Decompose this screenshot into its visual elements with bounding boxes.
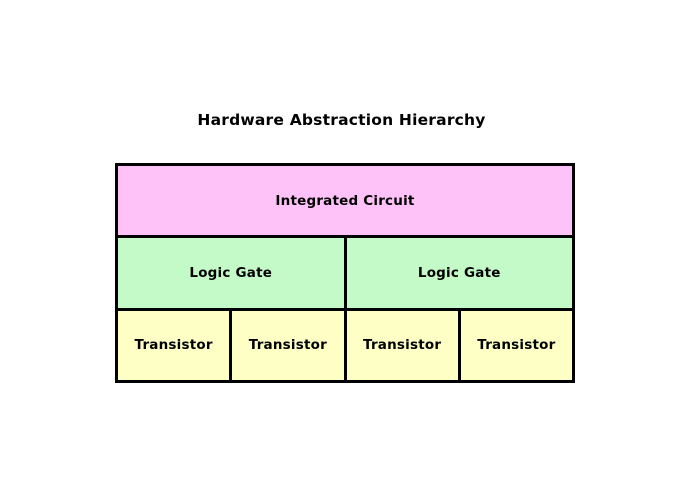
logic-gate-box-2: Logic Gate	[346, 238, 572, 308]
transistor-box-2: Transistor	[232, 310, 344, 380]
transistor-box-3: Transistor	[346, 310, 458, 380]
transistor-box-4: Transistor	[460, 310, 572, 380]
transistor-box-1: Transistor	[118, 310, 230, 380]
diagram-title: Hardware Abstraction Hierarchy	[197, 111, 486, 129]
logic-gate-box-1: Logic Gate	[118, 238, 344, 308]
hierarchy-diagram: Integrated Circuit Logic Gate Logic Gate…	[115, 163, 575, 383]
integrated-circuit-box: Integrated Circuit	[118, 166, 572, 236]
